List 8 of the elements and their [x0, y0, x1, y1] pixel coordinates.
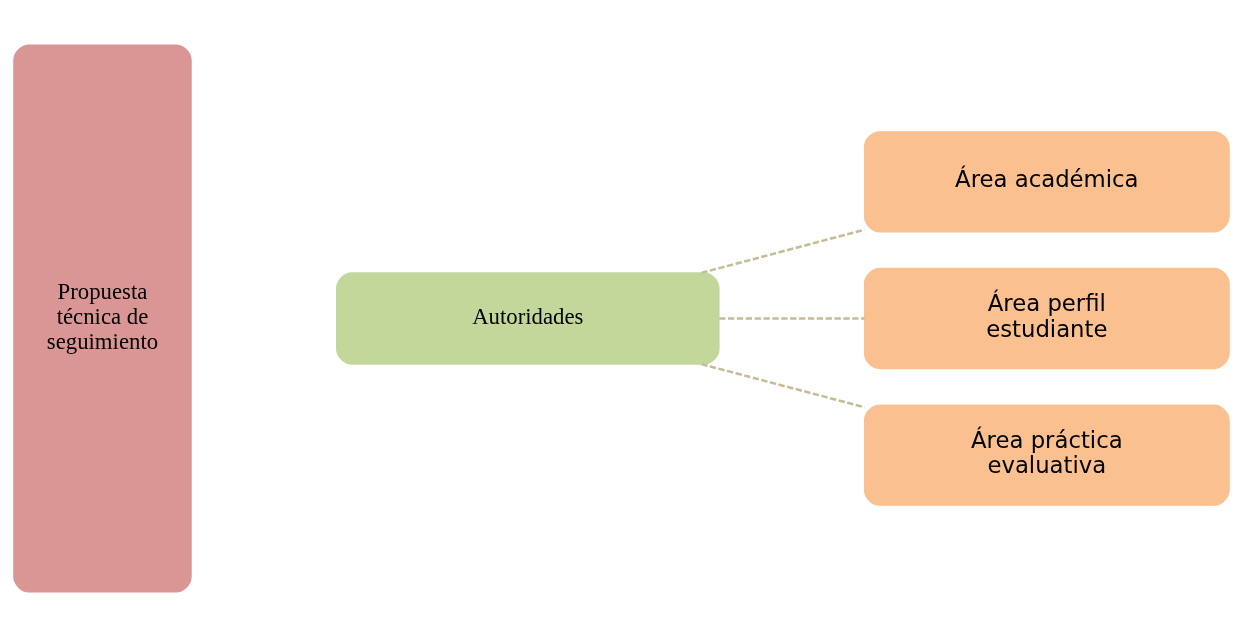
- connector: [719, 317, 865, 320]
- node-box: Área académica: [863, 131, 1230, 233]
- node-box: Área práctica evaluativa: [863, 404, 1230, 506]
- node-box: Área perfil estudiante: [863, 267, 1230, 370]
- node-box: Propuesta técnica de seguimiento: [13, 44, 192, 593]
- connector: [701, 362, 865, 409]
- node-box: Autoridades: [336, 272, 720, 365]
- connector: [701, 228, 865, 275]
